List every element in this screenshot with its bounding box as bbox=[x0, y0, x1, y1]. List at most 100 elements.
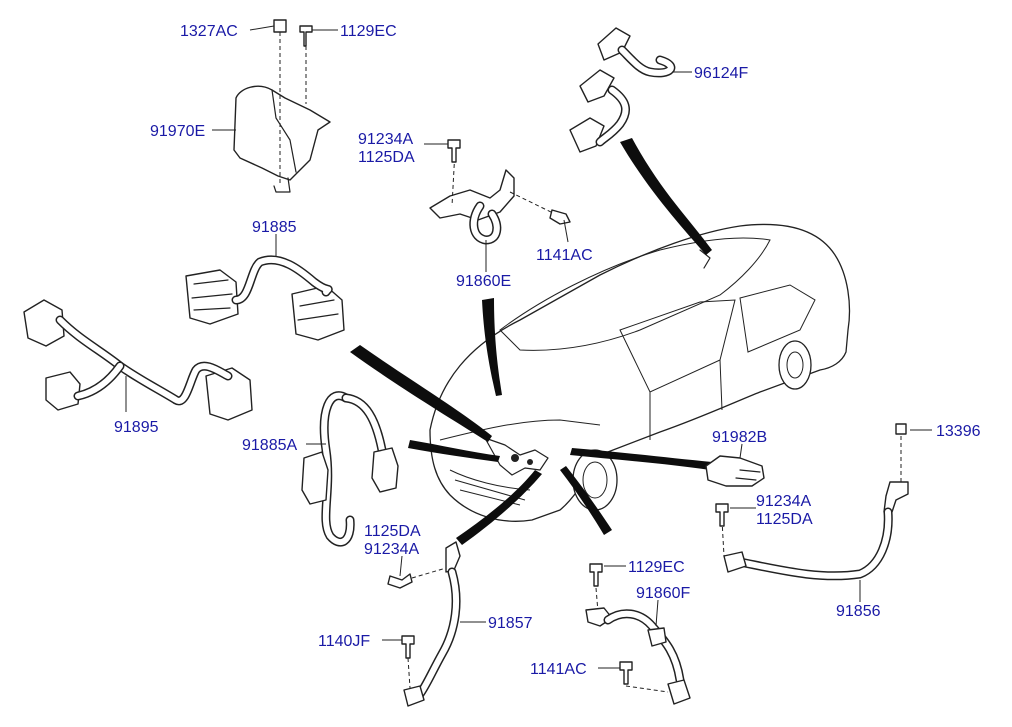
hose-91895-main bbox=[55, 315, 233, 406]
bolt-1141AC-bottom bbox=[619, 661, 633, 685]
roof-antenna-connector bbox=[699, 249, 711, 269]
pointer-swooshes bbox=[350, 138, 712, 545]
label-1140JF[interactable]: 1140JF bbox=[318, 633, 370, 650]
bracket-91860E bbox=[429, 169, 515, 221]
car-front-window bbox=[619, 299, 736, 393]
connector-96124F-b bbox=[579, 69, 615, 103]
label-1125DA-top[interactable]: 1125DA bbox=[358, 149, 415, 166]
cable-91860F-inner bbox=[605, 610, 683, 683]
harness-junction bbox=[511, 454, 519, 462]
leader-91234A-left bbox=[399, 555, 403, 577]
part-91982B-sensor bbox=[705, 443, 765, 487]
car-body bbox=[429, 223, 851, 522]
connector-91895-a bbox=[23, 299, 65, 347]
label-91970E[interactable]: 91970E bbox=[150, 123, 205, 140]
dash-91234A-left bbox=[411, 567, 447, 579]
part-91895-harness bbox=[23, 299, 253, 421]
hose-91895-branch-inner bbox=[75, 363, 123, 399]
part-91860E-bracket bbox=[429, 139, 571, 272]
label-1125DA-right[interactable]: 1125DA bbox=[756, 511, 813, 528]
label-1141AC-top[interactable]: 1141AC bbox=[536, 247, 593, 264]
label-1129EC-top[interactable]: 1129EC bbox=[340, 23, 397, 40]
part-91885-harness bbox=[185, 234, 345, 341]
engine-harness-cluster bbox=[484, 437, 549, 476]
part-96124F-harness bbox=[569, 27, 676, 153]
label-91860E[interactable]: 91860E bbox=[456, 273, 511, 290]
leader-lines bbox=[212, 25, 932, 669]
car-rear-wheel bbox=[778, 340, 812, 390]
car-rear-hub bbox=[786, 351, 804, 379]
terminal-91857-bottom bbox=[403, 685, 425, 707]
label-91860F[interactable]: 91860F bbox=[636, 585, 690, 602]
bolt-1129EC-top bbox=[299, 25, 313, 47]
label-1129EC-bottom[interactable]: 1129EC bbox=[628, 559, 685, 576]
dash-1141AC-bottom bbox=[625, 685, 669, 693]
part-91857-cable bbox=[387, 541, 486, 707]
label-91885A[interactable]: 91885A bbox=[242, 437, 297, 454]
terminal-91856-top bbox=[883, 481, 909, 513]
label-1125DA-left[interactable]: 1125DA bbox=[364, 523, 421, 540]
leader-1141AC-top bbox=[563, 219, 569, 243]
part-labels: 1327AC 1129EC 96124F 91970E 91234A 1125D… bbox=[114, 23, 981, 678]
part-91856-cable bbox=[715, 423, 909, 602]
bolt-91234A-left bbox=[387, 573, 413, 589]
connector-91885-left-ribs bbox=[191, 279, 233, 311]
leader-1327AC bbox=[249, 25, 275, 31]
swoosh-91982B bbox=[570, 448, 712, 470]
swoosh-96124F bbox=[620, 138, 712, 255]
label-91234A-left[interactable]: 91234A bbox=[364, 541, 419, 558]
swoosh-91860E bbox=[482, 298, 502, 396]
harness-junction bbox=[527, 459, 533, 465]
car-rear-window bbox=[739, 284, 816, 353]
dash-1141AC-top bbox=[509, 191, 556, 215]
harness-96124F-mid-inner bbox=[597, 87, 629, 145]
leader-91860F bbox=[655, 599, 659, 627]
swoosh-91885 bbox=[350, 345, 492, 442]
label-91982B[interactable]: 91982B bbox=[712, 429, 767, 446]
sensor-91982B bbox=[705, 455, 765, 487]
swoosh-91860F bbox=[560, 466, 612, 535]
bolt-1129EC-bottom bbox=[589, 563, 603, 587]
terminal-91860F-bottom bbox=[667, 679, 691, 705]
cover-crease bbox=[271, 89, 297, 173]
label-1327AC[interactable]: 1327AC bbox=[180, 23, 238, 40]
hose-91885A-right-inner bbox=[343, 395, 385, 453]
part-91885A-harness bbox=[301, 391, 399, 547]
car-windshield bbox=[499, 237, 771, 351]
dash-1140JF bbox=[407, 657, 411, 689]
cable-91857-inner bbox=[417, 569, 460, 697]
label-91234A-right[interactable]: 91234A bbox=[756, 493, 811, 510]
swoosh-91857 bbox=[456, 470, 542, 545]
swoosh-91885A bbox=[408, 440, 500, 462]
connector-91885-right-ribs bbox=[297, 299, 339, 321]
part-91970E-cover bbox=[233, 19, 331, 193]
connector-91885A-a bbox=[301, 451, 329, 505]
car-door-lines bbox=[649, 359, 723, 440]
label-91885[interactable]: 91885 bbox=[252, 219, 297, 236]
label-1141AC-bottom[interactable]: 1141AC bbox=[530, 661, 587, 678]
connector-96124F-c bbox=[569, 117, 605, 153]
connector-91885A-b bbox=[371, 447, 399, 493]
car-hood-edge bbox=[439, 419, 601, 441]
car-front-hub bbox=[582, 461, 608, 499]
part-91860F-cable bbox=[585, 563, 691, 705]
label-91856[interactable]: 91856 bbox=[836, 603, 881, 620]
connector-91895-c bbox=[205, 367, 253, 421]
terminal-91857-top bbox=[445, 541, 461, 573]
harness-96124F-top-inner bbox=[619, 47, 674, 76]
label-96124F[interactable]: 96124F bbox=[694, 65, 748, 82]
bolt-1141AC-top bbox=[549, 209, 571, 225]
label-91895[interactable]: 91895 bbox=[114, 419, 159, 436]
label-13396[interactable]: 13396 bbox=[936, 423, 981, 440]
leader-91982B bbox=[739, 443, 743, 459]
label-91234A-top[interactable]: 91234A bbox=[358, 131, 413, 148]
bolt-1140JF bbox=[401, 635, 415, 659]
cable-91856-inner bbox=[737, 509, 892, 579]
cover-tab bbox=[273, 177, 291, 193]
cover-body bbox=[233, 85, 331, 181]
bolt-91234A-top bbox=[447, 139, 461, 163]
label-91857[interactable]: 91857 bbox=[488, 615, 533, 632]
connector-91885-right bbox=[291, 285, 345, 341]
